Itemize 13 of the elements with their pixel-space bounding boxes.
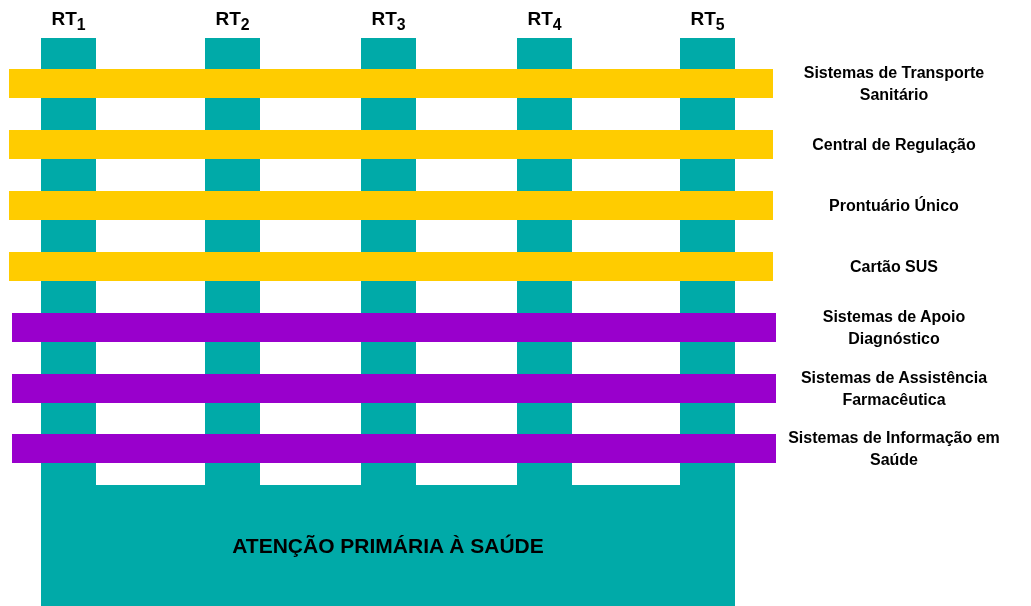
band-label: Sistemas de Informação em Saúde	[787, 428, 1001, 470]
column-label: RT$_{1}$	[50, 8, 87, 34]
band-label: Sistemas de Transporte Sanitário	[802, 63, 986, 105]
column-label: RT$_{5}$	[689, 8, 726, 34]
band-label: Cartão SUS	[849, 257, 939, 277]
column-label: RT$_{3}$	[370, 8, 407, 34]
band-label: Central de Regulação	[811, 135, 977, 155]
column-label: RT$_{2}$	[214, 8, 251, 34]
band-label: Prontuário Único	[828, 195, 960, 216]
band-label: Sistemas de Apoio Diagnóstico	[821, 307, 967, 349]
column-label: RT$_{4}$	[526, 8, 563, 34]
base-block: ATENÇÃO PRIMÁRIA À SAÚDE	[41, 485, 735, 606]
band-label: Sistemas de Assistência Farmacêutica	[799, 368, 989, 410]
